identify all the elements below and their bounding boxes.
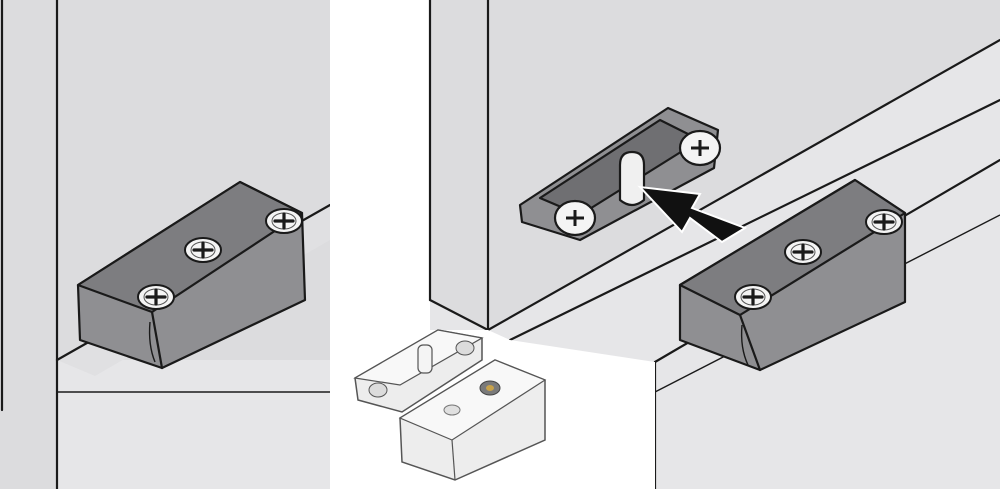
cross-head-screw-icon [783,238,823,266]
panel-gap [330,0,338,489]
left-bottom-shelf [57,360,330,489]
white-connector-part [353,329,484,413]
cross-head-screw-icon [733,283,773,311]
cross-head-screw-icon [136,283,176,311]
cross-head-screw-icon [183,236,223,264]
insert-direction-arrow-icon [637,185,748,244]
connector-clip [518,106,722,242]
corner-fitting-right [678,178,907,372]
cross-head-screw-icon [864,208,904,236]
cross-head-screw-icon [264,207,304,235]
corner-fitting-left [76,180,307,370]
white-corner-block [398,359,547,481]
connector-hook [618,150,646,207]
